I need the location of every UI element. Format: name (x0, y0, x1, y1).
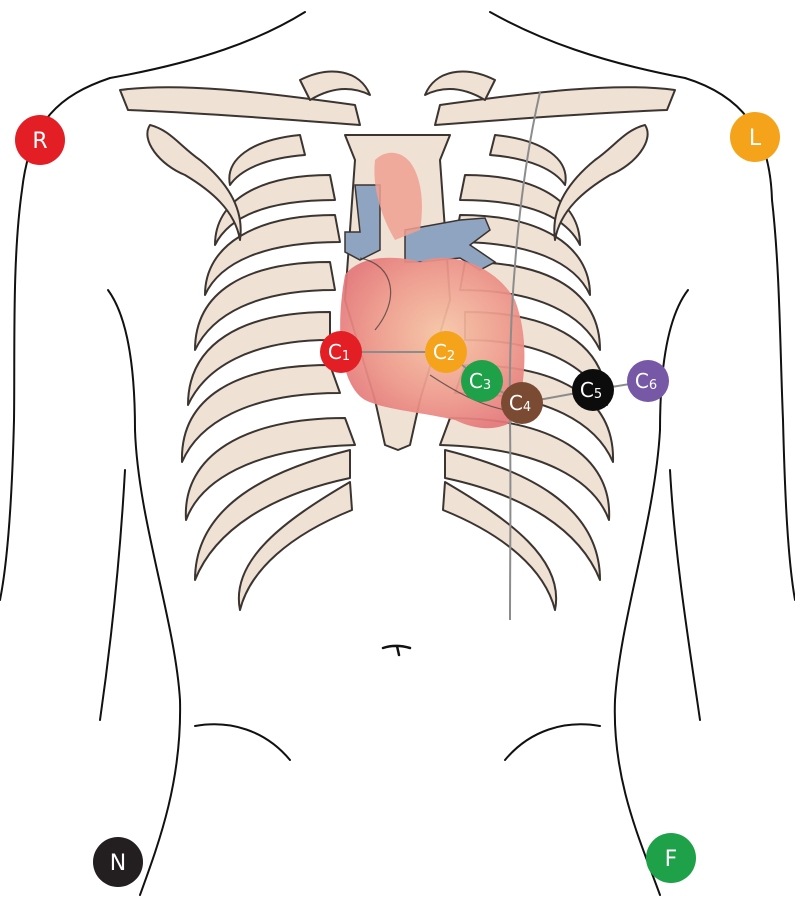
right-torso-side (615, 430, 660, 895)
electrode-C4-letter: C (509, 391, 523, 415)
left-hip-crease (195, 724, 290, 760)
electrode-C5-number: 5 (594, 387, 602, 402)
first-rib-left (300, 72, 370, 100)
electrode-C2-letter: C (433, 340, 447, 364)
first-rib-right (425, 72, 495, 100)
electrode-C3: C3 (461, 360, 503, 402)
electrode-N-label: N (110, 851, 126, 876)
electrode-C2-number: 2 (447, 349, 455, 364)
neck-left-line (110, 12, 305, 78)
electrode-C1: C1 (320, 331, 362, 373)
electrode-C5-letter: C (580, 378, 594, 402)
electrode-C2: C2 (425, 331, 467, 373)
left-torso-side (135, 430, 180, 895)
electrode-N: N (93, 837, 143, 887)
electrode-C6-letter: C (635, 369, 649, 393)
left-arm-inner-lower (100, 470, 125, 720)
electrode-C4: C4 (501, 382, 543, 424)
electrode-C4-number: 4 (523, 400, 531, 415)
electrode-C5: C5 (572, 369, 614, 411)
electrode-C6: C6 (627, 360, 669, 402)
right-inner-arm-line (660, 290, 688, 430)
right-hip-crease (505, 724, 600, 760)
neck-right-line (490, 12, 685, 78)
electrode-C6-number: 6 (649, 378, 657, 393)
right-arm-inner-lower (670, 470, 700, 720)
electrode-L: L (730, 112, 780, 162)
electrode-R: R (15, 115, 65, 165)
electrode-C3-letter: C (469, 369, 483, 393)
left-inner-arm-line (108, 290, 135, 430)
electrode-R-label: R (32, 129, 47, 154)
navel (383, 646, 410, 655)
electrode-F: F (646, 833, 696, 883)
electrode-C3-number: 3 (483, 378, 491, 393)
electrode-C1-number: 1 (342, 349, 350, 364)
electrode-L-label: L (749, 126, 762, 151)
electrode-C1-letter: C (328, 340, 342, 364)
electrode-F-label: F (665, 847, 678, 872)
